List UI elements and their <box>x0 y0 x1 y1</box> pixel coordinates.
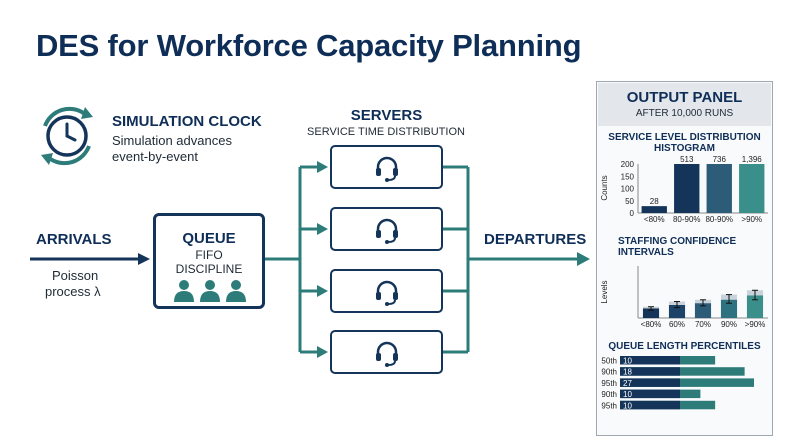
output-heading: OUTPUT PANEL <box>626 89 743 106</box>
ci-chart-title: STAFFING CONFIDENCE INTERVALS <box>618 236 737 258</box>
row-label: 90th <box>601 390 617 399</box>
arrivals-heading: ARRIVALS <box>36 231 112 248</box>
headset-icon <box>376 218 398 244</box>
row-label: 95th <box>601 401 617 410</box>
histogram-chart: Counts 0 50 100 150 200 28 <80% 513 80-90% 736 80-9… <box>600 156 768 224</box>
data-label: 18 <box>623 368 632 377</box>
ci-bar <box>642 308 660 318</box>
y-axis-label: Counts <box>600 175 609 200</box>
queue-heading: QUEUE <box>182 230 236 247</box>
x-tick-label: 80-90% <box>705 215 733 224</box>
row-label: 50th <box>601 357 617 366</box>
x-tick-label: <80% <box>641 320 662 329</box>
page-title: DES for Workforce Capacity Planning <box>36 28 582 63</box>
percentile-bar-segment <box>620 389 680 399</box>
headset-icon <box>376 280 398 306</box>
headset-icon <box>376 156 398 182</box>
y-tick-label: 150 <box>621 172 635 181</box>
x-tick-label: >90% <box>745 320 766 329</box>
departures-heading: DEPARTURES <box>484 231 587 248</box>
data-label: 513 <box>680 156 694 164</box>
output-panel-header <box>598 83 771 126</box>
row-label: 95th <box>601 379 617 388</box>
person-icon <box>200 280 220 302</box>
clock-text-line1: Simulation advances <box>112 133 232 148</box>
row-label: 90th <box>601 368 617 377</box>
clock-icon <box>41 106 93 166</box>
output-panel <box>596 81 773 436</box>
ci-bar <box>720 299 738 318</box>
histogram-bar <box>739 164 765 213</box>
queue-text-line2: DISCIPLINE <box>175 262 243 276</box>
percentile-bar <box>620 367 745 376</box>
output-subheading: AFTER 10,000 RUNS <box>635 108 734 119</box>
x-tick-label: 80-90% <box>673 215 701 224</box>
data-label: 10 <box>623 401 632 410</box>
percentile-bar-segment <box>620 378 680 387</box>
clock-heading: SIMULATION CLOCK <box>112 113 262 130</box>
person-icon <box>226 280 246 302</box>
queue-percentiles-chart: 50th 10 90th 18 95th 27 90th 10 95th 10 <box>601 356 754 410</box>
servers-subheading: SERVICE TIME DISTRIBUTION <box>307 126 465 138</box>
x-tick-label: <80% <box>644 215 665 224</box>
percentile-bar-segment <box>620 356 680 365</box>
y-tick-label: 200 <box>621 160 635 169</box>
y-axis-label: Levels <box>600 280 609 303</box>
histogram-bar <box>641 206 667 213</box>
arrivals-text-line1: Poisson <box>52 268 99 283</box>
headset-icon <box>376 341 398 367</box>
data-label: 27 <box>623 379 632 388</box>
y-tick-label: 100 <box>621 185 635 194</box>
x-tick-label: 60% <box>669 320 685 329</box>
histogram-bar <box>674 164 700 213</box>
x-tick-label: 70% <box>695 320 711 329</box>
percentile-bar-segment <box>620 367 680 376</box>
x-tick-label: >90% <box>741 215 762 224</box>
servers-heading: SERVERS <box>350 107 423 124</box>
queue-people <box>174 280 246 302</box>
data-label: 10 <box>623 390 632 399</box>
ci-chart: Levels <80% 60% 70% 90% >90% <box>600 266 768 329</box>
x-tick-label: 90% <box>721 320 737 329</box>
percentile-bar-segment <box>620 400 680 410</box>
clock-text-line2: event-by-event <box>112 149 198 164</box>
data-label: 736 <box>713 156 727 164</box>
histogram-title: SERVICE LEVEL DISTRIBUTION HISTOGRAM <box>608 132 761 154</box>
y-tick-label: 50 <box>625 197 634 206</box>
arrivals-text-line2: process λ <box>45 284 101 299</box>
ci-bar <box>668 305 686 318</box>
y-tick-label: 0 <box>630 209 635 218</box>
ci-bar <box>694 303 712 318</box>
queue-percentiles-title: QUEUE LENGTH PERCENTILES <box>608 341 761 352</box>
data-label: 1,396 <box>742 156 763 164</box>
data-label: 28 <box>650 197 659 206</box>
queue-text-line1: FIFO <box>195 248 223 262</box>
percentile-bar <box>620 378 754 387</box>
data-label: 10 <box>623 357 632 366</box>
person-icon <box>174 280 194 302</box>
histogram-bar <box>706 164 732 213</box>
ci-bar <box>746 295 764 318</box>
